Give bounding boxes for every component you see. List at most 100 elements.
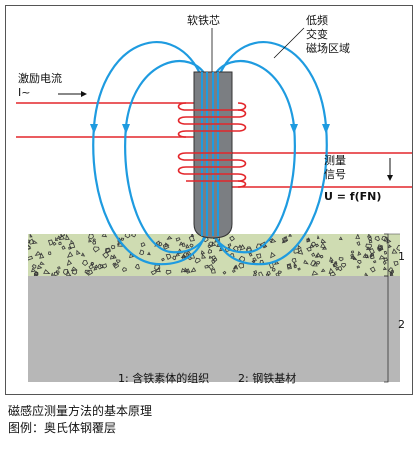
ferrite-particle	[55, 236, 59, 242]
ferrite-particle	[101, 234, 108, 238]
signal-label: 信号	[324, 168, 346, 181]
layer-2-number: 2	[398, 318, 405, 331]
ferrite-particle	[134, 263, 140, 270]
ferrite-particle	[162, 243, 170, 250]
ferrite-particle	[62, 268, 70, 275]
ferrite-particle	[201, 253, 207, 259]
ferrite-particle	[330, 259, 334, 264]
ferrite-particle	[207, 248, 213, 254]
ferrite-particle	[320, 268, 326, 273]
ferrite-particle	[338, 236, 343, 241]
ferrite-particle	[88, 234, 94, 240]
ferrite-particle	[350, 250, 355, 254]
ferrite-particle	[105, 247, 111, 254]
ferrite-particle	[367, 236, 372, 241]
ferrite-particle	[382, 260, 387, 266]
ferrite-particle	[368, 240, 373, 244]
ferrite-particle	[332, 263, 336, 268]
ferrite-particle	[28, 239, 31, 244]
ferrite-particle	[166, 235, 173, 240]
ferrite-particle	[357, 250, 362, 256]
ferrite-particle	[222, 270, 227, 275]
ferrite-particle	[248, 252, 253, 257]
ferrite-particle	[204, 264, 209, 269]
ferrite-particle	[355, 234, 360, 240]
ferrite-particle	[253, 272, 258, 276]
ferrite-particle	[366, 234, 372, 238]
ferrite-particle	[32, 240, 38, 244]
formula-label: U = f(FN)	[324, 190, 382, 203]
ferrite-particle	[383, 257, 388, 262]
field-region-label-1: 低频	[306, 14, 328, 27]
ferrite-particle	[393, 261, 399, 267]
ferrite-particle	[208, 255, 213, 259]
ferrite-particle	[237, 244, 243, 248]
ferrite-particle	[387, 267, 394, 274]
ferrite-particle	[334, 261, 338, 265]
field-region-label-2: 交变	[306, 28, 328, 41]
ferrite-particle	[309, 244, 315, 249]
excitation-wires	[16, 102, 194, 138]
ferrite-particle	[37, 264, 43, 270]
ferrite-particle	[120, 237, 125, 241]
ferrite-particle	[147, 251, 151, 256]
ferrite-particle	[124, 234, 131, 239]
ferrite-particle	[382, 266, 388, 271]
ferrite-particle	[270, 251, 276, 259]
ferrite-particle	[156, 240, 161, 245]
ferrite-particle	[200, 250, 206, 255]
ferrite-particle	[175, 237, 181, 242]
ferrite-particle	[273, 260, 280, 265]
ferrite-particle	[337, 266, 343, 272]
ferrite-particle	[185, 243, 190, 249]
ferrite-particle	[229, 235, 235, 242]
ferrite-particle	[258, 271, 264, 276]
ferrite-particle	[56, 235, 62, 240]
ferrite-particle	[28, 244, 32, 250]
ferrite-particle	[286, 263, 292, 270]
ferrite-particle	[335, 266, 340, 271]
ferrite-particle	[374, 236, 380, 242]
excitation-label: 激励电流	[18, 72, 62, 85]
ferrite-particle	[293, 262, 298, 267]
layer-brackets	[384, 233, 389, 383]
ferrite-particle	[70, 266, 78, 272]
ferrite-particle	[319, 254, 324, 259]
ferrite-particle	[164, 242, 170, 248]
ferrite-particle	[320, 242, 327, 249]
ferrite-particle	[43, 269, 51, 275]
caption-title: 磁感应测量方法的基本原理	[8, 404, 153, 418]
ferrite-particle	[86, 269, 94, 276]
ferrite-particle	[282, 236, 288, 243]
ferrite-particle	[28, 238, 35, 245]
ferrite-particle	[291, 258, 297, 263]
ferrite-particle	[210, 268, 216, 274]
ferrite-particle	[297, 248, 304, 255]
ferrite-particle	[208, 241, 214, 247]
ferrite-particle	[92, 240, 97, 245]
ferrite-particle	[101, 263, 108, 269]
ferrite-particle	[211, 255, 217, 261]
ferrite-particle	[102, 251, 110, 259]
ferrite-particle	[320, 238, 327, 244]
ferrite-particle	[131, 234, 136, 238]
legend-item-1: 1: 含铁素体的组织	[118, 372, 210, 385]
ferrite-particle	[316, 252, 322, 258]
ferrite-particle	[182, 252, 190, 259]
ferrite-particle	[383, 250, 388, 255]
ferrite-particle	[39, 252, 45, 259]
ferrite-particle	[252, 257, 257, 263]
ferrite-particle	[115, 259, 121, 264]
ferrite-particle	[58, 234, 65, 241]
ferrite-particle	[282, 235, 289, 242]
ferrite-particle	[82, 260, 89, 267]
ferrite-particle	[188, 235, 195, 242]
ferrite-particle	[113, 263, 120, 269]
ferrite-particle	[233, 265, 238, 269]
ferrite-particle	[391, 248, 398, 254]
ferrite-particle	[356, 265, 361, 269]
field-direction-arrows	[90, 124, 330, 134]
ferrite-particle	[316, 261, 321, 265]
ferrite-particle	[99, 264, 104, 269]
ferrite-particle	[225, 246, 232, 253]
